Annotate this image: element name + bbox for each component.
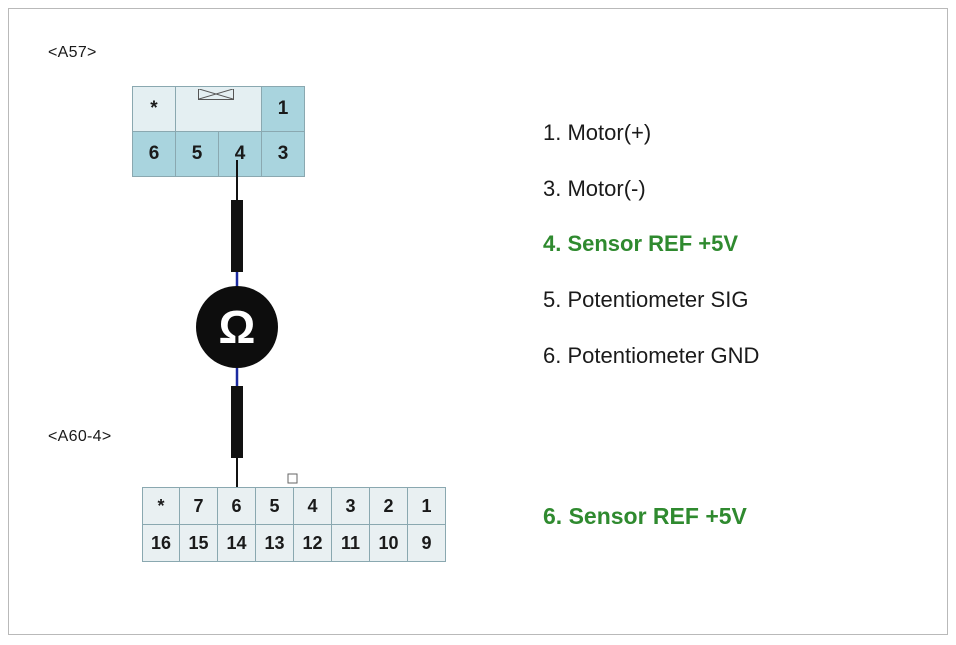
pin-a60-12: 12 [293, 524, 332, 562]
pin-a60-13: 13 [255, 524, 294, 562]
pin-a60-6: 6 [217, 487, 256, 525]
connector-a57-latch [175, 86, 262, 132]
pin-a57-5: 5 [175, 131, 219, 177]
a60-top-tab [287, 473, 298, 484]
pin-a60-10: 10 [369, 524, 408, 562]
probe-top-body [231, 200, 243, 272]
legend-a57-pin-4: 4. Sensor REF +5V [543, 231, 739, 256]
latch-icon [198, 89, 234, 100]
legend-a57-pin-5: 5. Potentiometer SIG [543, 287, 749, 312]
connector-a57: * 1 6 5 4 3 [132, 86, 305, 177]
connector-a60: * 7 6 5 4 3 2 1 16 15 14 13 12 11 10 9 [142, 487, 446, 562]
pin-a60-2: 2 [369, 487, 408, 525]
pin-a60-7: 7 [179, 487, 218, 525]
pin-a60-14: 14 [217, 524, 256, 562]
legend-a57-pin-1: 1. Motor(+) [543, 120, 652, 145]
pin-a60-11: 11 [331, 524, 370, 562]
ohmmeter-body [196, 286, 278, 368]
pin-a60-1: 1 [407, 487, 446, 525]
pin-a60-4: 4 [293, 487, 332, 525]
connector-a60-label: <A60-4> [48, 428, 112, 445]
pin-a60-3: 3 [331, 487, 370, 525]
pin-a60-16: 16 [142, 524, 180, 562]
ohmmeter-symbol: Ω [218, 301, 256, 353]
legend-a60-pin-6: 6. Sensor REF +5V [543, 503, 747, 529]
legend-a57-pin-6: 6. Potentiometer GND [543, 343, 760, 368]
pin-a57-key: * [132, 86, 176, 132]
pin-a60-9: 9 [407, 524, 446, 562]
pin-a60-key: * [142, 487, 180, 525]
pin-a57-1: 1 [261, 86, 305, 132]
pin-a60-15: 15 [179, 524, 218, 562]
pin-a57-3: 3 [261, 131, 305, 177]
pin-a57-6: 6 [132, 131, 176, 177]
pin-a60-5: 5 [255, 487, 294, 525]
probe-bottom-body [231, 386, 243, 458]
connector-a57-label: <A57> [48, 44, 97, 61]
legend-a57-pin-3: 3. Motor(-) [543, 176, 646, 201]
